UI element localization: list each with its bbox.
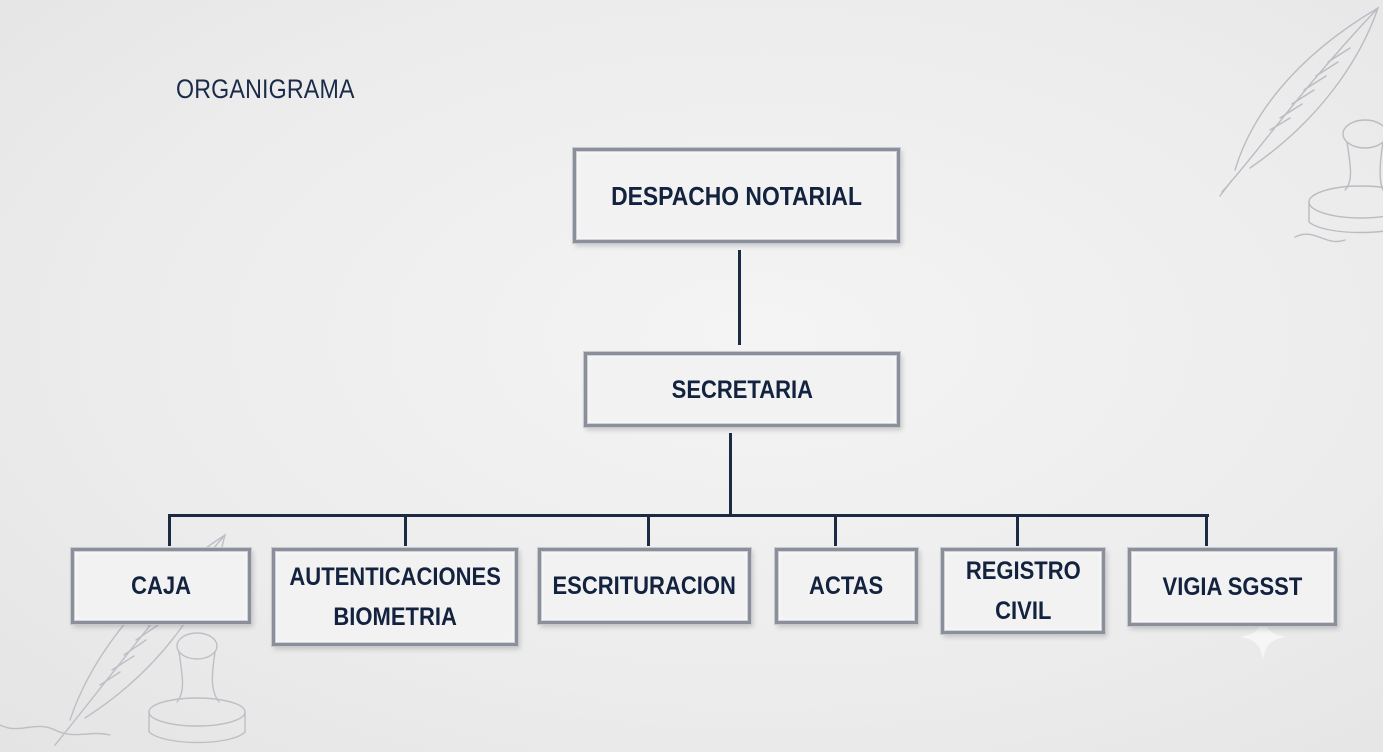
connector-to-registro-civil: [1016, 514, 1019, 546]
org-node-label: ACTAS: [809, 572, 884, 600]
notary-stamp-icon: [148, 632, 246, 744]
org-node-label: CAJA: [131, 572, 191, 600]
connector-to-escrituracion: [647, 514, 650, 546]
connector-to-vigia-sgsst: [1205, 514, 1208, 546]
connector-to-caja: [168, 514, 171, 546]
org-node-label: ESCRITURACION: [552, 572, 737, 600]
page-title: ORGANIGRAMA: [176, 74, 355, 104]
org-node-label: SECRETARIA: [671, 375, 813, 404]
org-node-despacho-notarial: DESPACHO NOTARIAL: [573, 148, 900, 243]
org-node-vigia-sgsst: VIGIA SGSST: [1128, 548, 1337, 626]
org-node-autenticaciones-biometria: AUTENTICACIONES BIOMETRIA: [272, 548, 518, 646]
notary-stamp-icon: [1294, 119, 1383, 243]
org-node-escrituracion: ESCRITURACION: [538, 548, 751, 624]
org-node-label: AUTENTICACIONES BIOMETRIA: [289, 563, 501, 631]
connector-horizontal-bus: [168, 514, 1209, 517]
org-node-label: REGISTRO CIVIL: [965, 557, 1081, 625]
org-node-secretaria: SECRETARIA: [584, 352, 900, 427]
org-node-label: VIGIA SGSST: [1162, 573, 1303, 601]
feather-quill-icon: [1219, 6, 1380, 197]
org-node-registro-civil: REGISTRO CIVIL: [941, 548, 1105, 634]
org-node-caja: CAJA: [71, 548, 251, 624]
org-node-actas: ACTAS: [775, 548, 918, 624]
connector-to-actas: [834, 514, 837, 546]
connector-root-to-secretaria: [738, 250, 741, 345]
sparkle-icon: [1240, 614, 1286, 660]
org-node-label: DESPACHO NOTARIAL: [611, 180, 862, 211]
connector-secretaria-down: [729, 433, 732, 516]
connector-to-autenticaciones: [404, 514, 407, 546]
